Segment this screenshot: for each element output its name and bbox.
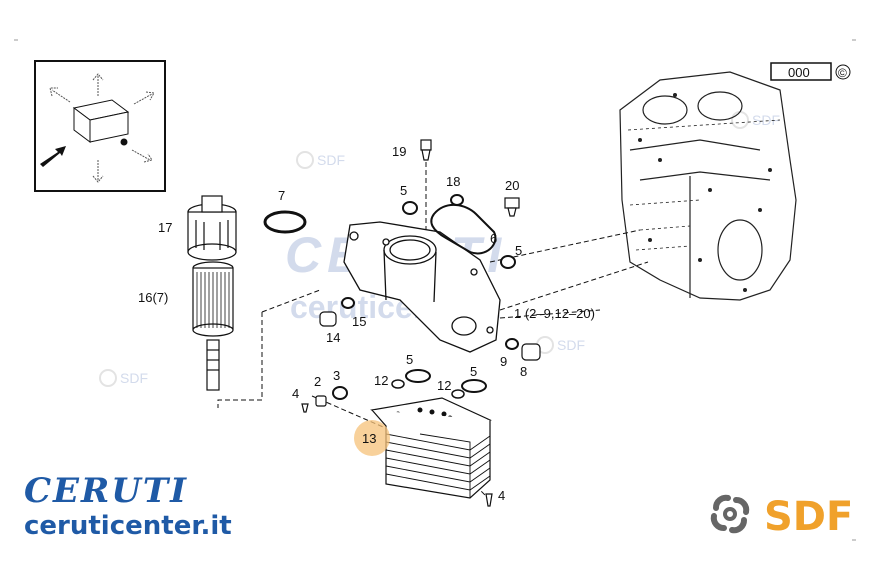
callout-15[interactable]: 15 bbox=[352, 314, 366, 329]
callout-7[interactable]: 7 bbox=[278, 188, 285, 203]
oil-filter-housing bbox=[343, 221, 501, 353]
inset-pointer-arrow-icon bbox=[40, 146, 66, 167]
code-box-text: 000 bbox=[788, 65, 810, 80]
callout-5-top[interactable]: 5 bbox=[400, 183, 407, 198]
callout-17[interactable]: 17 bbox=[158, 220, 172, 235]
callout-5-lower-right[interactable]: 5 bbox=[470, 364, 477, 379]
callout-6[interactable]: 6 bbox=[490, 231, 497, 246]
callout-1[interactable]: 1 (2–9,12–20) bbox=[514, 306, 595, 321]
copyright-mark: © bbox=[838, 66, 847, 80]
sdf-logo: SDF bbox=[710, 494, 853, 540]
sdf-emblem-icon bbox=[710, 494, 750, 534]
filter-element-part bbox=[192, 261, 234, 391]
watermark-sdf-4: SDF bbox=[731, 111, 780, 129]
callout-13[interactable]: 13 bbox=[362, 431, 376, 446]
watermark-sdf-text-3: SDF bbox=[120, 370, 148, 386]
callout-3[interactable]: 3 bbox=[333, 368, 340, 383]
watermark-sdf-1: SDF bbox=[296, 151, 345, 169]
watermark-sdf-text-1: SDF bbox=[317, 152, 345, 168]
callout-labels: 19 18 20 5 5 5 5 6 7 17 16(7) 15 14 1 (2… bbox=[138, 144, 595, 503]
callout-12-right[interactable]: 12 bbox=[437, 378, 451, 393]
callout-4-bottom[interactable]: 4 bbox=[498, 488, 505, 503]
callout-5-lower[interactable]: 5 bbox=[406, 352, 413, 367]
ceruti-logo: CERUTI ceruticenter.it bbox=[24, 471, 232, 541]
callout-16[interactable]: 16(7) bbox=[138, 290, 168, 305]
engine-block-drawing bbox=[619, 71, 797, 301]
callout-2[interactable]: 2 bbox=[314, 374, 321, 389]
callout-12-left[interactable]: 12 bbox=[374, 373, 388, 388]
ceruti-logo-text: CERUTI bbox=[24, 471, 188, 511]
code-box: 000 © bbox=[770, 62, 851, 81]
corner-marks bbox=[14, 39, 856, 541]
watermark-sdf-2: SDF bbox=[536, 336, 585, 354]
o-ring-7-part bbox=[263, 210, 307, 234]
highlight-marker bbox=[354, 420, 390, 456]
inset-arrows-icon bbox=[49, 73, 155, 183]
inset-block-icon bbox=[72, 99, 130, 146]
watermark-sdf-text-4: SDF bbox=[752, 112, 780, 128]
location-inset bbox=[34, 60, 166, 192]
callout-14[interactable]: 14 bbox=[326, 330, 340, 345]
callout-4-left[interactable]: 4 bbox=[292, 386, 299, 401]
callout-20[interactable]: 20 bbox=[505, 178, 519, 193]
callout-18[interactable]: 18 bbox=[446, 174, 460, 189]
sdf-logo-text: SDF bbox=[764, 494, 853, 540]
callout-5-right[interactable]: 5 bbox=[515, 243, 522, 258]
oil-cooler-part bbox=[370, 397, 492, 499]
callout-19[interactable]: 19 bbox=[392, 144, 406, 159]
watermark-sdf-3: SDF bbox=[99, 369, 148, 387]
filter-cap-part bbox=[187, 195, 237, 261]
watermark-sdf-text-2: SDF bbox=[557, 337, 585, 353]
small-parts bbox=[301, 139, 541, 507]
callout-8[interactable]: 8 bbox=[520, 364, 527, 379]
ceruti-url-text[interactable]: ceruticenter.it bbox=[24, 511, 232, 541]
callout-9[interactable]: 9 bbox=[500, 354, 507, 369]
